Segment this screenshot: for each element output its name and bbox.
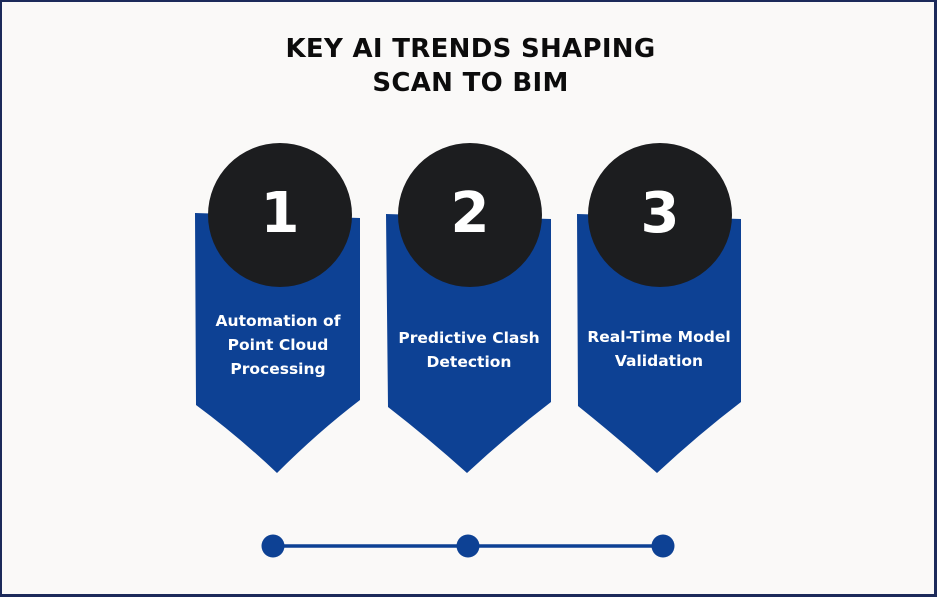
trend-3-number: 3: [640, 181, 680, 246]
trend-3-label: Real-Time Model Validation: [587, 328, 731, 370]
trend-1-label: Automation of Point Cloud Processing: [215, 312, 341, 378]
timeline-dot-1: [261, 534, 285, 558]
trend-1-number: 1: [260, 181, 300, 246]
timeline-dot-2: [456, 534, 480, 558]
title-line-2: SCAN TO BIM: [372, 68, 569, 98]
page-title: KEY AI TRENDS SHAPING SCAN TO BIM: [2, 32, 934, 100]
trend-2-number: 2: [450, 181, 490, 246]
title-line-1: KEY AI TRENDS SHAPING: [285, 34, 656, 64]
timeline-dot-3: [651, 534, 675, 558]
trend-3-banner: [577, 214, 741, 473]
trend-3-circle: [588, 143, 732, 287]
trend-1-banner: [195, 213, 360, 473]
trend-2-label: Predictive Clash Detection: [398, 329, 540, 371]
trend-1-circle: [208, 143, 352, 287]
trend-2-banner: [386, 214, 551, 473]
trend-2-circle: [398, 143, 542, 287]
